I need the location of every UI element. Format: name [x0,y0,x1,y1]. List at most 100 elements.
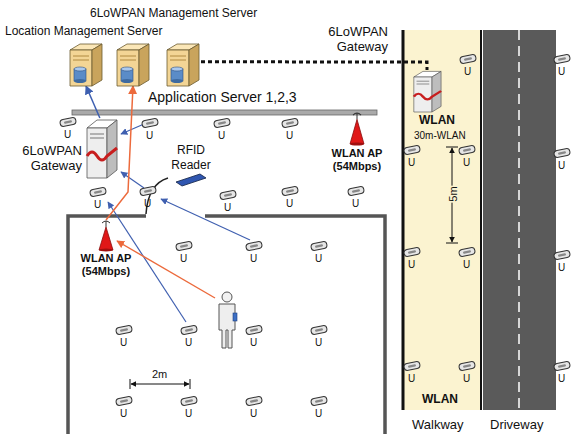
sensor-body [310,241,327,251]
wlan-link [117,241,215,298]
sensor-window [352,189,360,193]
reader-body [176,174,206,186]
sensor-icon [458,247,475,257]
sensor-icon [553,361,570,371]
sensor-icon [310,325,327,335]
connector [201,62,427,70]
server-front [117,50,139,86]
sensor-icon [347,186,364,196]
mobile-device [233,313,237,321]
sensor-body [281,186,298,196]
server-label: Location Management Server [5,24,162,39]
sensor-window [408,250,416,254]
sensor-window [185,328,193,332]
gateway-slot [417,81,430,84]
sensor-icon [281,186,298,196]
sensor-body [245,325,262,335]
sensor-window [146,121,154,125]
sensor-icon [553,250,570,260]
zone-label: WLAN [419,113,455,128]
sensor-icon [89,187,106,197]
gateway-label: 6LoWPAN Gateway [16,143,82,173]
sensor-label: U [64,129,71,140]
sensor-window [463,250,471,254]
sensor-body [553,250,570,260]
server-slot [170,56,186,60]
sensor-window [185,399,193,403]
sensor-label: U [120,408,127,419]
sensor-body [553,148,570,158]
sensor-label: U [558,160,565,171]
person-head [222,292,232,302]
sensor-body [245,396,262,406]
sensor-group [59,54,570,406]
sensor-label: U [185,337,192,348]
sensor-window [315,328,323,332]
sensor-label: U [408,373,415,384]
area-label: Walkway [412,417,464,432]
gateway-slot [90,134,104,138]
corridor-wall [72,110,377,115]
sensor-label: U [180,253,187,264]
sensor-label: U [144,198,151,209]
sensor-window [558,57,566,61]
sensor-label: U [250,337,257,348]
sensor-body [553,54,570,64]
lane-marking [518,30,520,410]
gateway-label: 6LoWPAN Gateway [322,24,388,54]
disk-top [171,67,183,71]
sensor-body [213,118,230,128]
sensor-label: U [558,373,565,384]
sensor-icon [245,325,262,335]
sensor-window [64,120,72,124]
access-point-shape [98,220,114,250]
sensor-label: U [463,157,470,168]
sensor-body [180,325,197,335]
gateway-icon-shape [412,70,442,112]
ap-cone [99,227,113,250]
sensor-icon [115,396,132,406]
sensor-window [218,121,226,125]
sensor-window [286,189,294,193]
dimension-tick [446,243,458,244]
sensor-body [115,396,132,406]
connector [86,86,100,118]
sensor-icon [310,396,327,406]
server-icon: Location Management Server [115,42,151,86]
sensor-window [408,148,416,152]
server-side [139,44,149,86]
gateway-icon-shape [85,118,118,178]
sensor-icon [459,54,476,64]
server-label: Application Server 1,2,3 [148,90,297,105]
sensor-label: U [315,253,322,264]
sensor-icon [245,241,262,251]
sensor-label: U [463,259,470,270]
ap-cone [350,119,364,144]
sensor-icon [180,325,197,335]
server-front [70,50,92,86]
server-icon: Application Server 1,2,3 [165,42,201,86]
sensor-label: U [146,130,153,141]
server-icon-shape [165,42,201,86]
access-point-shape [349,112,365,144]
sensor-label: U [558,262,565,273]
disk-top [74,67,86,71]
sensor-hop [121,172,144,188]
sensor-window [286,121,294,125]
sensor-label: U [250,253,257,264]
sensor-body [139,186,156,196]
sensor-body [310,396,327,406]
sensor-icon [141,118,158,128]
sensor-body [141,118,158,128]
sensor-window [120,328,128,332]
dimension-tick [190,379,191,389]
server-icon-shape [115,42,151,86]
sensor-window [464,57,472,61]
room-wall [68,216,146,434]
gateway-icon: 6LoWPAN Gateway [412,70,442,112]
sensor-window [558,151,566,155]
sensor-body [310,325,327,335]
sensor-window [144,189,152,193]
